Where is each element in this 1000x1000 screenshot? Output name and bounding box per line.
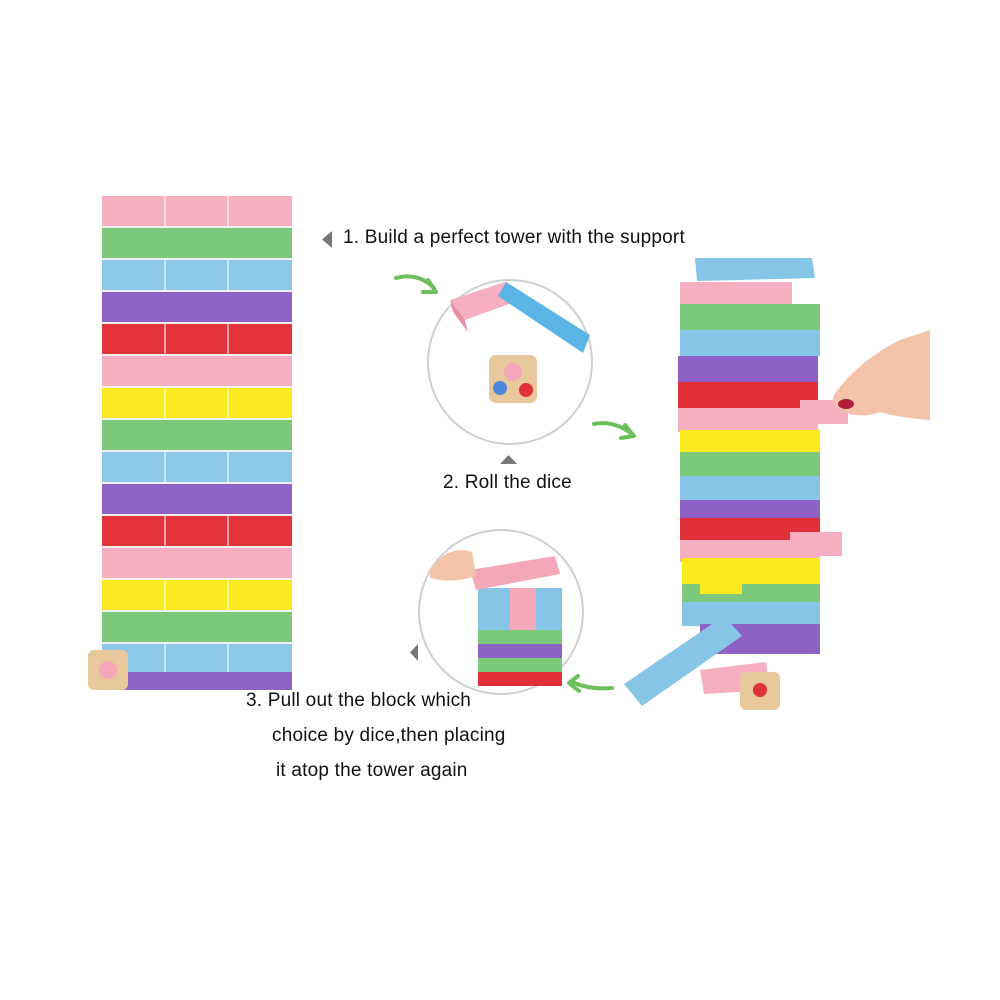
step-3-caption-line-1: 3. Pull out the block which: [246, 690, 472, 711]
hand-icon: [832, 330, 930, 420]
dice-roll-circle: [427, 279, 593, 445]
left-tower: [102, 196, 292, 690]
pointer-triangle-icon: [410, 644, 418, 661]
pull-block-circle: [418, 529, 584, 695]
dice-icon: [88, 650, 128, 690]
pointer-triangle-icon: [500, 455, 517, 464]
step-3-caption-line-3: it atop the tower again: [276, 760, 468, 781]
right-tower: [624, 258, 848, 710]
step-3-caption-line-2: choice by dice,then placing: [272, 725, 506, 746]
pointer-triangle-icon: [322, 231, 332, 248]
step-2-caption: 2. Roll the dice: [443, 472, 572, 493]
step-1-caption: 1. Build a perfect tower with the suppor…: [343, 227, 685, 248]
arrow-icon: [394, 274, 636, 693]
